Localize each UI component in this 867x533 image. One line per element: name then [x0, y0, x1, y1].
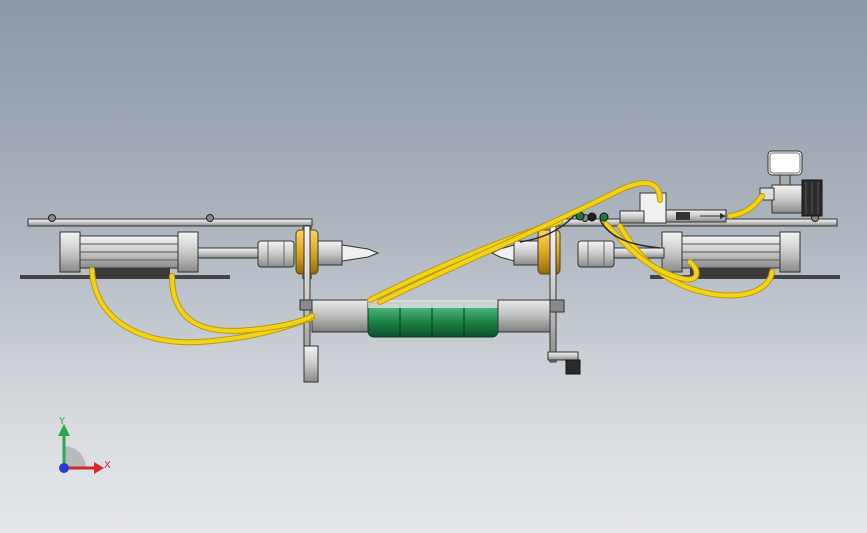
center-roller-tube — [311, 299, 551, 338]
left-frame-plate — [27, 214, 313, 227]
right-cylinder-assembly — [577, 231, 801, 278]
triad-plane-icon — [64, 446, 86, 468]
x-axis-label: X — [104, 460, 111, 471]
hose-fittings — [575, 211, 609, 222]
y-axis-label: Y — [58, 416, 66, 427]
dark-hoses — [519, 214, 661, 249]
left-cylinder-assembly — [59, 231, 295, 278]
z-axis-dot-icon — [59, 463, 69, 473]
yellow-hoses — [89, 180, 775, 346]
pressure-gauge-assembly — [759, 150, 823, 217]
solenoid-valve — [619, 192, 727, 224]
right-vertical-bracket — [547, 225, 581, 375]
coordinate-triad: Y X — [58, 416, 111, 474]
left-brass-flange — [295, 225, 380, 279]
